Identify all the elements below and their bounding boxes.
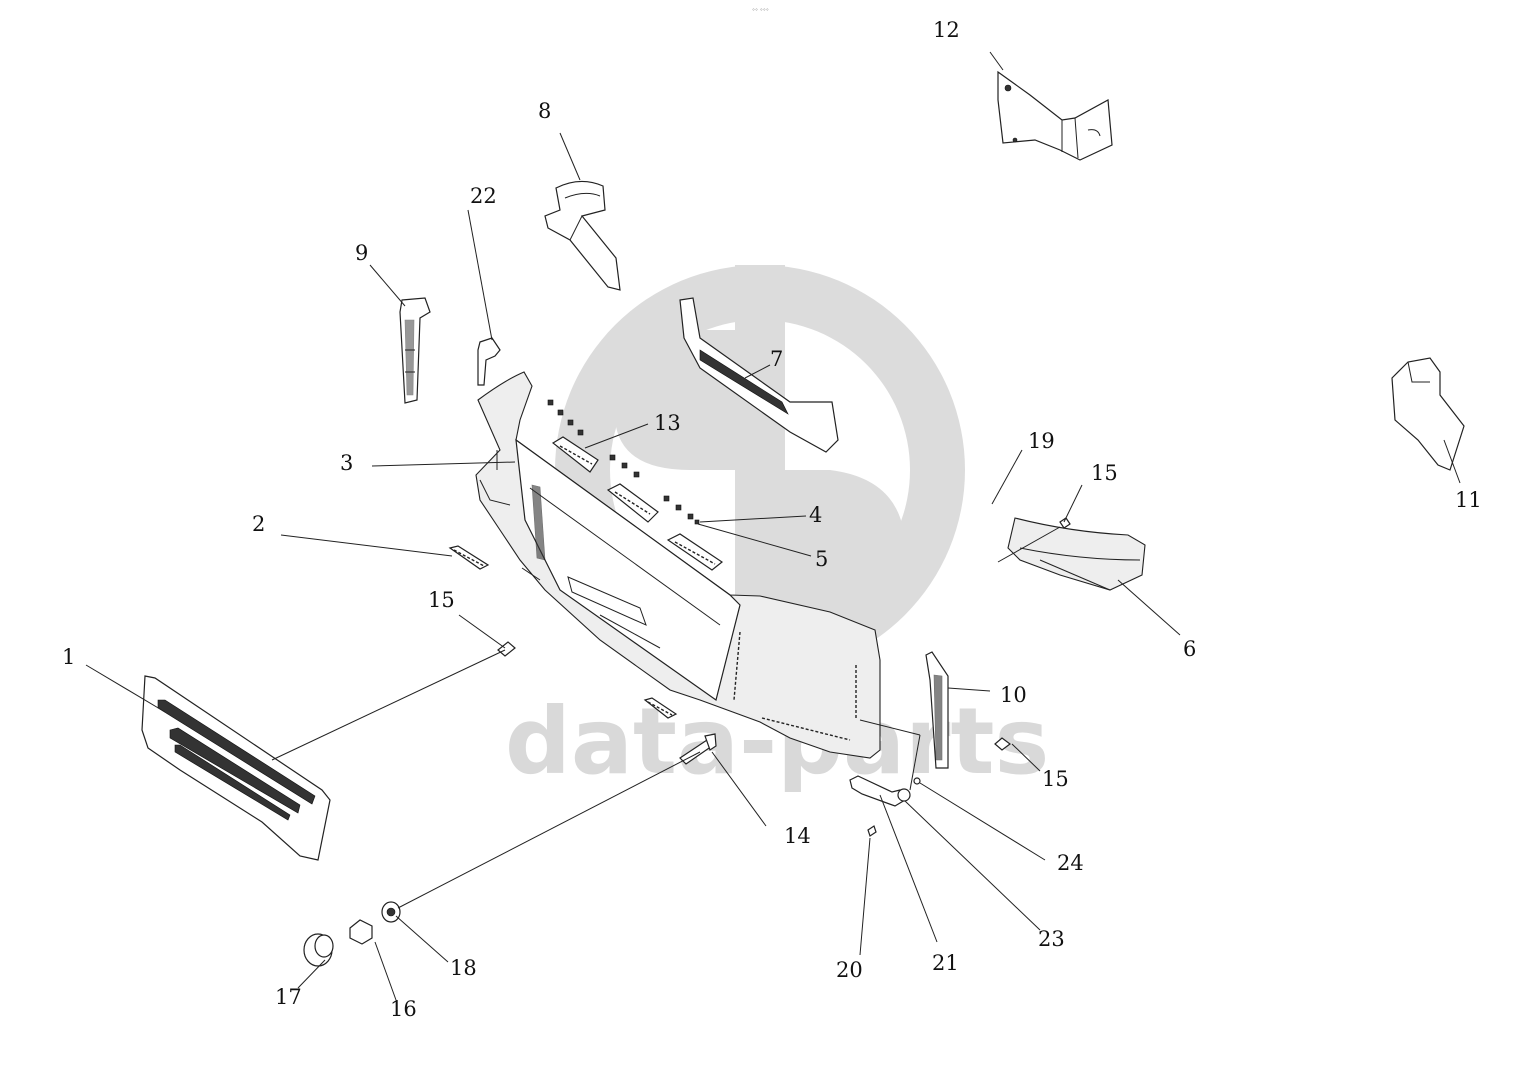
callout-9: 9 — [355, 241, 368, 265]
callout-7: 7 — [770, 347, 783, 371]
leader-lines — [85, 51, 1461, 1001]
callout-12: 12 — [933, 18, 960, 42]
callout-15-left: 15 — [428, 588, 455, 612]
part-11-side-bracket — [1391, 357, 1465, 471]
part-22-clip — [477, 337, 501, 386]
part-13-grille-inserts — [551, 436, 724, 571]
top-mark: °° °°° — [752, 8, 769, 15]
callout-21: 21 — [932, 951, 959, 975]
callout-1: 1 — [62, 645, 75, 669]
callout-18: 18 — [450, 956, 477, 980]
part-24-screw — [913, 777, 921, 785]
callout-20: 20 — [836, 958, 863, 982]
callout-5: 5 — [815, 547, 828, 571]
part-9-vertical-bracket — [399, 297, 431, 404]
callout-22: 22 — [470, 184, 497, 208]
callout-24: 24 — [1057, 851, 1084, 875]
callout-13: 13 — [654, 411, 681, 435]
part-1-lower-grille — [141, 675, 331, 861]
callout-3: 3 — [340, 451, 353, 475]
part-7-upper-trim-panel — [679, 297, 839, 453]
callout-2: 2 — [252, 512, 265, 536]
callout-11: 11 — [1455, 488, 1482, 512]
part-16-nut — [349, 919, 373, 945]
part-23-bushing — [897, 788, 911, 802]
part-12-bracket — [997, 70, 1113, 161]
part-15-bolt-left — [497, 641, 516, 657]
part-8-air-duct — [544, 180, 621, 291]
callout-14: 14 — [784, 824, 811, 848]
part-15-bolt-right-upper — [1059, 517, 1071, 529]
callout-labels: 1 2 3 4 5 6 7 8 9 10 11 12 13 14 15 15 1… — [62, 18, 1482, 1021]
callout-15-right-lower: 15 — [1042, 767, 1069, 791]
part-18-washer — [381, 901, 401, 923]
lower-plate — [643, 697, 678, 719]
part-10-vertical-strip — [925, 651, 949, 769]
part-20-pin — [867, 825, 877, 837]
part-15-bolt-right-lower — [994, 737, 1011, 751]
callout-8: 8 — [538, 99, 551, 123]
callout-17: 17 — [275, 985, 302, 1009]
part-4-5-fasteners — [547, 399, 700, 525]
part-17-cap — [303, 933, 334, 967]
callout-15-right-upper: 15 — [1091, 461, 1118, 485]
callout-16: 16 — [390, 997, 417, 1021]
part-2-small-plate — [448, 545, 490, 570]
callout-19: 19 — [1028, 429, 1055, 453]
callout-23: 23 — [1038, 927, 1065, 951]
part-6-side-cover — [1007, 517, 1146, 591]
callout-4: 4 — [809, 503, 822, 527]
callout-10: 10 — [1000, 683, 1027, 707]
part-3-bumper — [475, 371, 881, 759]
callout-6: 6 — [1183, 637, 1196, 661]
